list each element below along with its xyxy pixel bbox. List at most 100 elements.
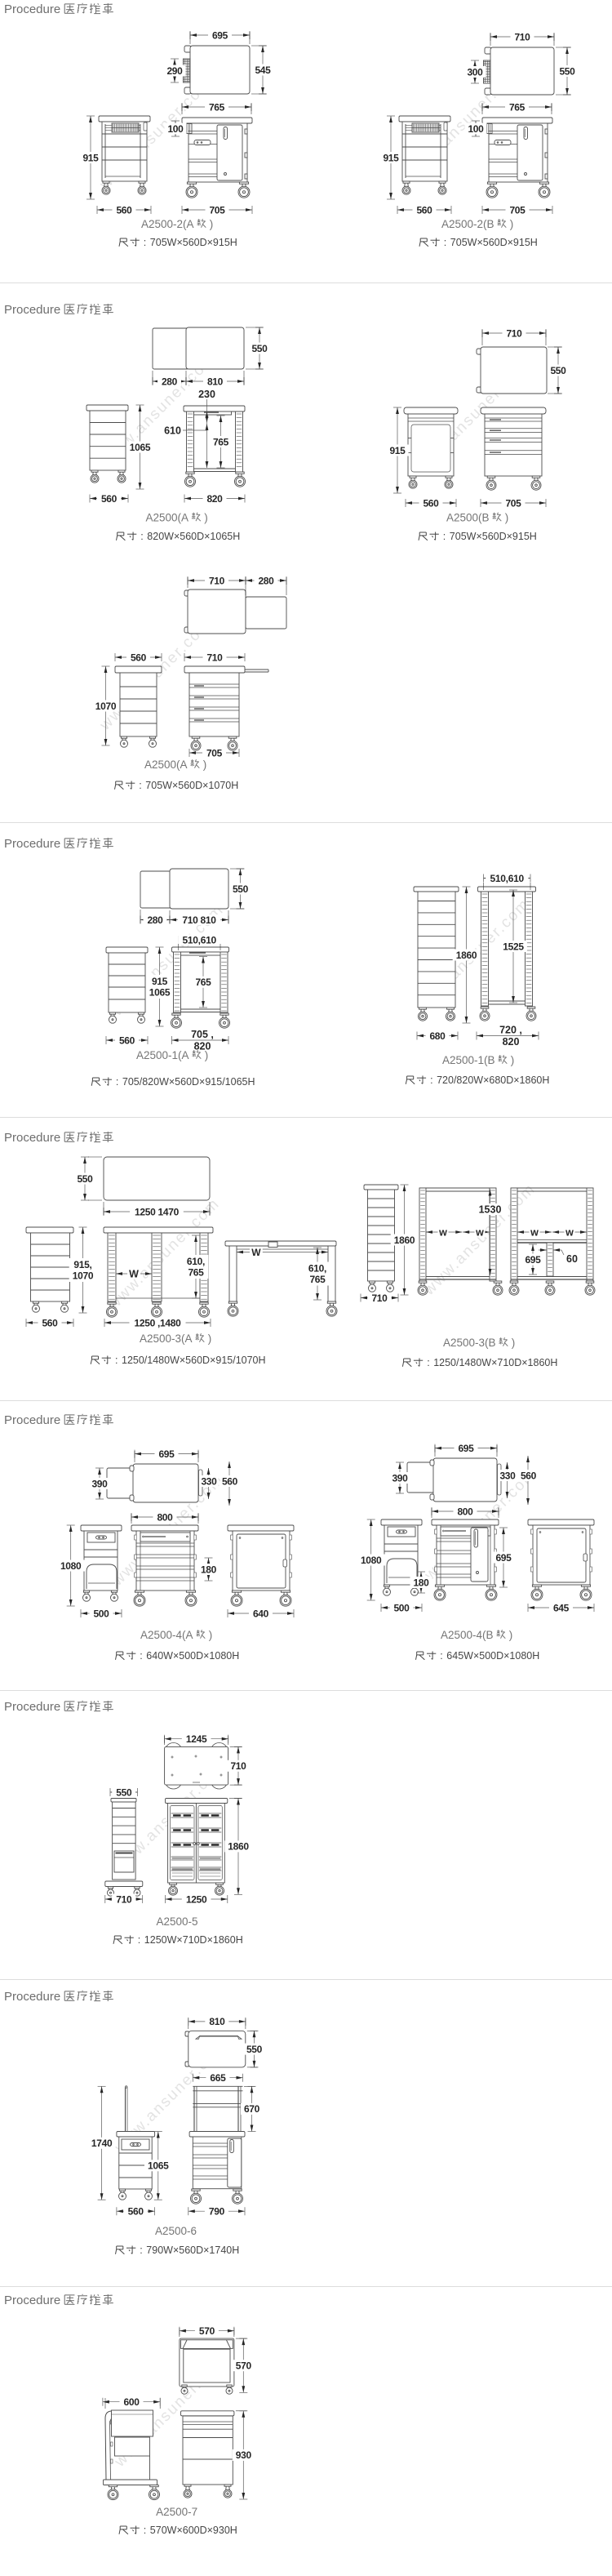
svg-text:A2500-4(A: A2500-4(A — [140, 1629, 193, 1641]
svg-text:695: 695 — [158, 1448, 175, 1460]
svg-text:A2500-6: A2500-6 — [155, 2225, 197, 2237]
svg-text:A2500(A: A2500(A — [146, 512, 189, 524]
svg-text:1250 ,1480: 1250 ,1480 — [134, 1317, 181, 1328]
svg-text:): ) — [510, 218, 514, 230]
svg-text:695: 695 — [495, 1552, 512, 1564]
svg-text:280: 280 — [147, 914, 163, 926]
svg-text:810: 810 — [207, 376, 224, 387]
svg-text:640: 640 — [253, 1608, 269, 1619]
svg-text:550: 550 — [559, 65, 575, 77]
svg-text:720/820W×680D×1860H: 720/820W×680D×1860H — [437, 1074, 549, 1086]
svg-text:705 ,: 705 , — [191, 1029, 214, 1040]
svg-text:A2500-4(B: A2500-4(B — [441, 1629, 494, 1641]
svg-text:A2500-1(B: A2500-1(B — [442, 1054, 495, 1066]
svg-text:560: 560 — [101, 493, 118, 505]
svg-text:545: 545 — [255, 65, 271, 76]
svg-text:710: 710 — [514, 31, 530, 42]
svg-text:915: 915 — [82, 152, 99, 163]
svg-text:1250/1480W×560D×915/1070H: 1250/1480W×560D×915/1070H — [122, 1355, 266, 1366]
svg-text:): ) — [203, 759, 207, 771]
svg-text:A2500-3(A: A2500-3(A — [140, 1332, 193, 1345]
svg-text:180: 180 — [413, 1577, 429, 1588]
svg-text:1250W×710D×1860H: 1250W×710D×1860H — [144, 1934, 243, 1946]
svg-text::: : — [144, 237, 146, 248]
svg-text:560: 560 — [416, 204, 432, 216]
svg-text:600: 600 — [124, 2396, 140, 2408]
svg-text:610,: 610, — [187, 1256, 205, 1267]
svg-text:705/820W×560D×915/1065H: 705/820W×560D×915/1065H — [122, 1076, 255, 1088]
svg-text:W: W — [251, 1247, 261, 1258]
svg-text:W: W — [129, 1269, 139, 1280]
svg-text:A2500-2(B: A2500-2(B — [441, 218, 494, 230]
svg-text:550: 550 — [116, 1786, 132, 1798]
svg-text:800: 800 — [457, 1506, 473, 1517]
svg-text:280: 280 — [162, 376, 178, 387]
svg-text:645W×500D×1080H: 645W×500D×1080H — [446, 1650, 539, 1662]
svg-text:560: 560 — [128, 2206, 144, 2218]
svg-text::: : — [139, 780, 141, 791]
svg-text:570: 570 — [199, 2325, 215, 2337]
svg-text:): ) — [205, 1049, 209, 1061]
svg-text:560: 560 — [423, 497, 439, 509]
svg-text:820: 820 — [503, 1036, 520, 1048]
svg-text:710 810: 710 810 — [182, 914, 216, 926]
svg-text:550: 550 — [550, 365, 566, 376]
svg-text:710: 710 — [506, 327, 522, 339]
svg-text:560: 560 — [222, 1475, 238, 1487]
svg-text:710: 710 — [116, 1893, 132, 1905]
svg-text:820W×560D×1065H: 820W×560D×1065H — [147, 531, 240, 542]
svg-text::: : — [427, 1357, 429, 1368]
svg-text:1860: 1860 — [228, 1841, 249, 1853]
svg-text:1740: 1740 — [91, 2138, 113, 2149]
svg-text:710: 710 — [209, 575, 225, 586]
svg-text:710: 710 — [371, 1292, 388, 1304]
svg-text:1250: 1250 — [186, 1893, 207, 1905]
svg-text:670: 670 — [244, 2103, 260, 2115]
svg-text:390: 390 — [91, 1478, 108, 1489]
svg-text:1245: 1245 — [186, 1733, 207, 1745]
svg-text:1070: 1070 — [95, 701, 117, 712]
svg-text:230: 230 — [198, 389, 215, 400]
svg-text:560: 560 — [116, 204, 132, 216]
svg-text:Procedure: Procedure — [4, 1700, 60, 1714]
svg-text:A2500(A: A2500(A — [144, 759, 188, 771]
svg-text:A2500-3(B: A2500-3(B — [443, 1337, 496, 1349]
svg-text:A2500-5: A2500-5 — [156, 1915, 197, 1928]
svg-text:915: 915 — [383, 152, 399, 163]
svg-text:550: 550 — [233, 883, 249, 895]
svg-text:Procedure: Procedure — [4, 837, 60, 851]
svg-text:570: 570 — [236, 2360, 252, 2372]
svg-text:765: 765 — [209, 101, 225, 113]
svg-text:560: 560 — [42, 1317, 58, 1328]
svg-text:720 ,: 720 , — [499, 1025, 522, 1036]
svg-text:w: w — [530, 1227, 539, 1239]
svg-text:820: 820 — [206, 493, 223, 505]
svg-text:765: 765 — [309, 1274, 326, 1285]
svg-text:705: 705 — [206, 747, 223, 759]
svg-text:640W×500D×1080H: 640W×500D×1080H — [146, 1650, 239, 1662]
svg-text:): ) — [209, 1629, 212, 1641]
svg-text:610,: 610, — [308, 1263, 326, 1275]
svg-text:300: 300 — [467, 66, 483, 78]
svg-text:100: 100 — [167, 123, 184, 135]
svg-text:710: 710 — [230, 1760, 246, 1772]
svg-text:1860: 1860 — [394, 1235, 415, 1246]
svg-text:915: 915 — [152, 976, 168, 987]
svg-text:): ) — [204, 512, 208, 524]
svg-text:610: 610 — [164, 425, 181, 437]
svg-text:1065: 1065 — [130, 442, 151, 453]
svg-text:695: 695 — [525, 1254, 541, 1266]
svg-text:Procedure: Procedure — [4, 2, 60, 16]
svg-text:500: 500 — [393, 1602, 410, 1613]
svg-text:1080: 1080 — [60, 1560, 82, 1572]
svg-text:1530: 1530 — [479, 1204, 502, 1216]
svg-text:810: 810 — [209, 2016, 225, 2027]
svg-text:500: 500 — [93, 1608, 109, 1619]
svg-text:705W×560D×1070H: 705W×560D×1070H — [145, 780, 238, 791]
svg-text:550: 550 — [246, 2044, 263, 2055]
svg-text:930: 930 — [236, 2449, 252, 2461]
svg-text:w: w — [438, 1227, 447, 1239]
svg-text:915,: 915, — [73, 1259, 91, 1270]
svg-text:1250 1470: 1250 1470 — [135, 1206, 180, 1217]
svg-text:1080: 1080 — [361, 1555, 382, 1566]
